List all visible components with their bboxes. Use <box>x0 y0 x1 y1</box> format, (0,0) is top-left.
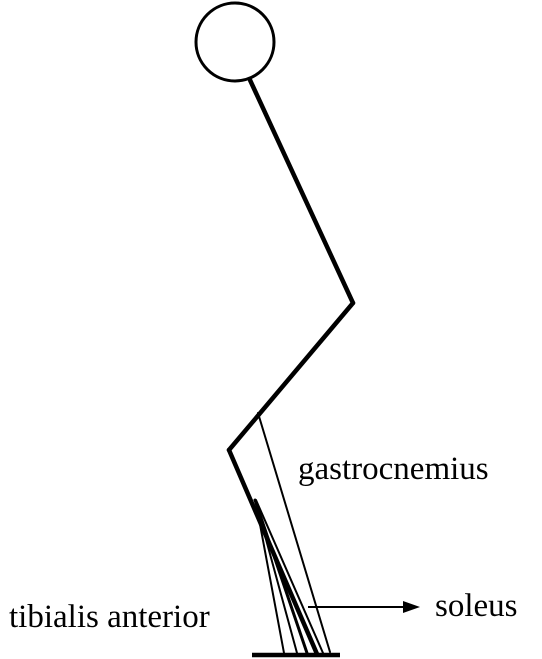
tibialis-anterior-muscle <box>256 503 284 653</box>
head <box>196 3 274 81</box>
label-gastrocnemius: gastrocnemius <box>298 451 489 487</box>
label-tibialis-anterior: tibialis anterior <box>9 599 210 635</box>
soleus-muscle-outer <box>256 500 323 653</box>
label-soleus: soleus <box>435 588 518 624</box>
soleus-arrowhead <box>403 601 420 613</box>
trunk <box>250 80 353 303</box>
soleus-muscle <box>255 500 307 653</box>
thigh <box>229 303 353 450</box>
